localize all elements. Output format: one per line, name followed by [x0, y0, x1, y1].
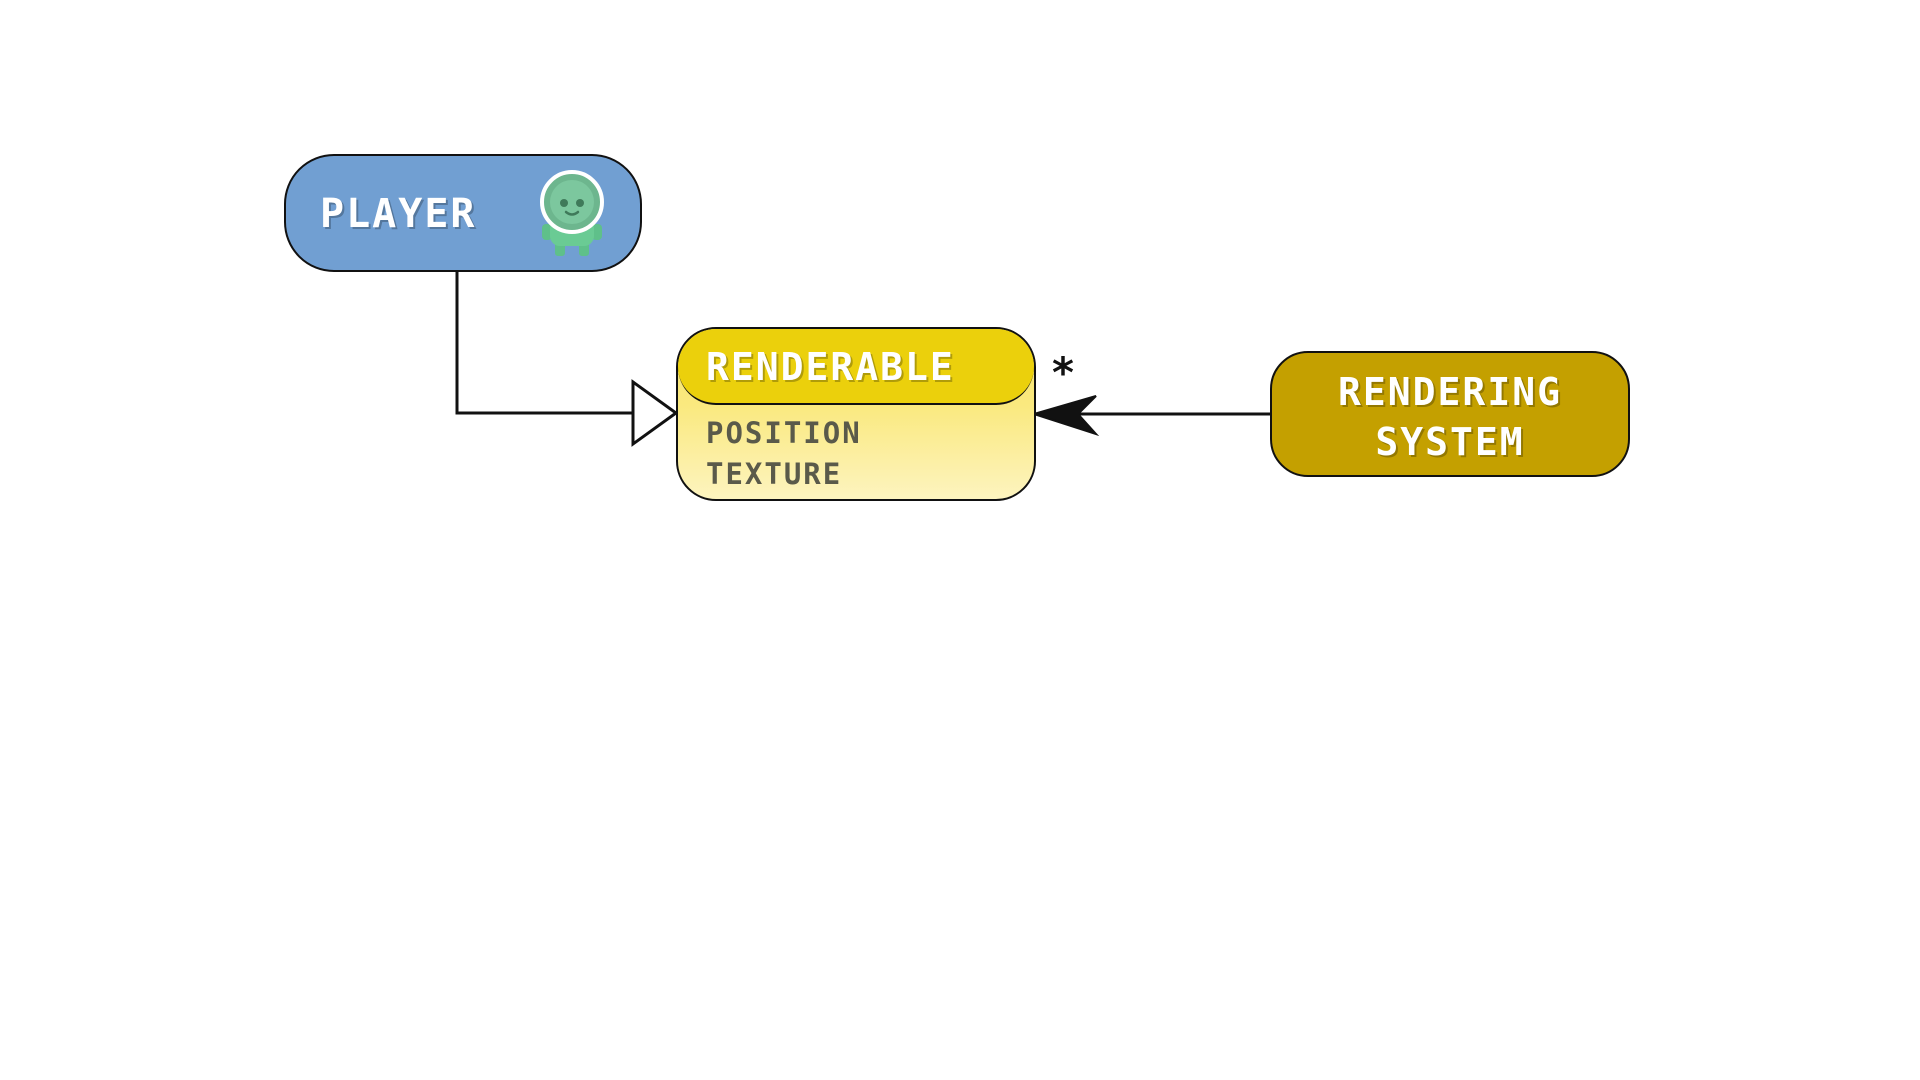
field-texture: TEXTURE — [706, 457, 843, 491]
field-position: POSITION — [706, 416, 862, 450]
player-title: PLAYER — [320, 191, 477, 237]
rendering-system-node[interactable]: RENDERING SYSTEM — [1270, 351, 1630, 477]
rendering-system-title-line-1: RENDERING — [1338, 370, 1562, 414]
inheritance-arrowhead — [631, 379, 679, 447]
rendering-system-title: RENDERING SYSTEM — [1272, 367, 1628, 467]
renderable-fields: POSITION TEXTURE — [706, 413, 862, 495]
renderable-title: RENDERABLE — [706, 345, 955, 389]
renderable-header: RENDERABLE — [678, 329, 1034, 405]
renderable-node[interactable]: RENDERABLE POSITION TEXTURE — [676, 327, 1036, 501]
rendering-system-title-line-2: SYSTEM — [1375, 420, 1525, 464]
multiplicity-label: * — [1052, 348, 1074, 397]
inheritance-connector — [455, 272, 633, 415]
association-arrowhead — [1030, 395, 1100, 437]
player-node[interactable]: PLAYER — [284, 154, 642, 272]
alien-astronaut-icon — [540, 170, 604, 256]
